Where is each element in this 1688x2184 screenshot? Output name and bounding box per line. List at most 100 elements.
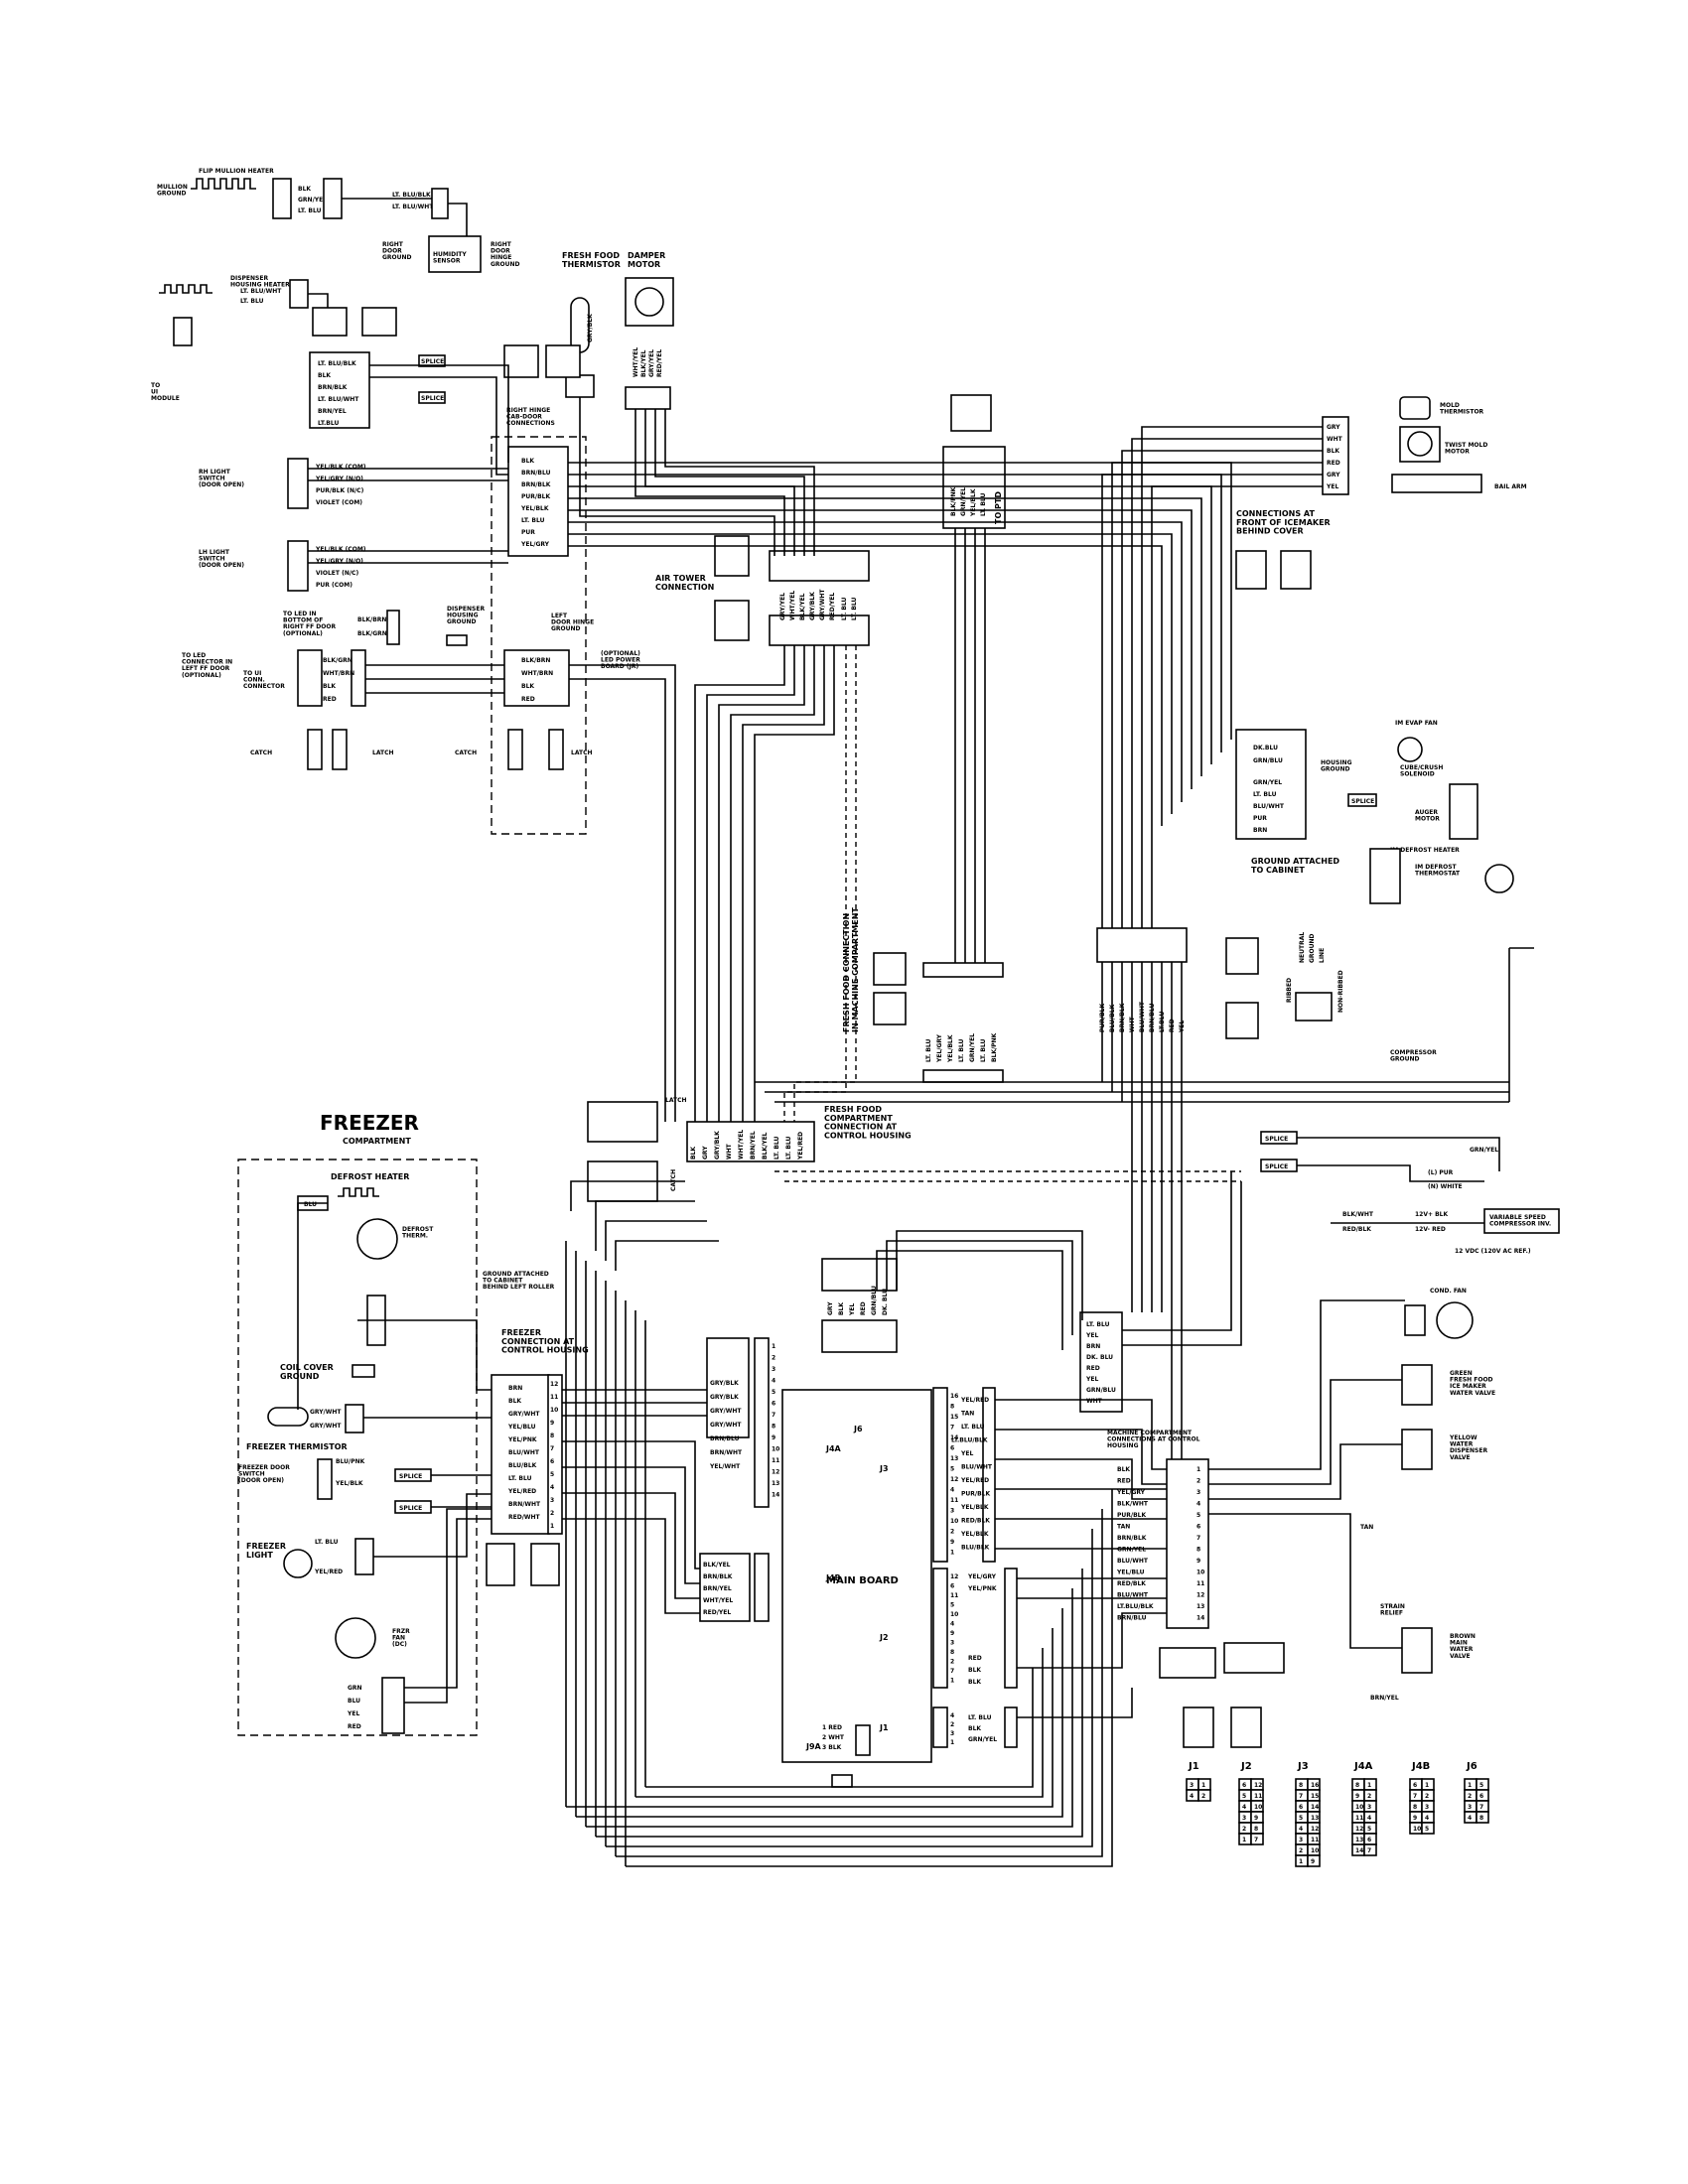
legend-j4a-pin: 14	[1355, 1847, 1363, 1854]
air-tower-wire-0: GRY/YEL	[779, 593, 786, 620]
wire-damper-a	[634, 409, 785, 556]
hinge-wire-0: LT. BLU/BLK	[392, 192, 431, 199]
wire-housing-yellow	[1208, 1443, 1402, 1500]
j3-pin-0: 16	[950, 1393, 958, 1400]
ff-splice-b-label: SPLICE	[1265, 1163, 1288, 1170]
j4a-pin-8: 9	[772, 1434, 775, 1441]
j9a-wire-2: 3 BLK	[822, 1744, 842, 1751]
led-conn-wire-1: WHT/BRN	[323, 670, 354, 677]
im-front-wire-3: LT. BLU	[1253, 791, 1277, 798]
wire-bottom-b	[576, 1608, 1063, 1818]
wire-hinge-f	[568, 521, 1183, 802]
machine-housing-wires: BLKREDYEL/GRYBLK/WHTPUR/BLKTANBRN/BLKGRN…	[1116, 1466, 1204, 1622]
splice-a-box	[418, 354, 446, 367]
legend-j4a-pin: 13	[1355, 1837, 1363, 1843]
freezer-splice-b-label: SPLICE	[399, 1505, 422, 1512]
right-hinge-connector	[507, 446, 569, 557]
thermistor-wire-label: GRY/BLK	[587, 314, 594, 342]
splice-a-label: SPLICE	[421, 358, 444, 365]
evap-fan-label: IM EVAP FAN	[1395, 720, 1438, 727]
ptd-wire-0: BLK/PNK	[950, 486, 957, 516]
wire-im-c	[1121, 450, 1323, 928]
machine-housing-pin-5: 6	[1196, 1524, 1200, 1531]
legend-j4a-pin: 11	[1355, 1815, 1363, 1822]
machine-housing-pin-12: 13	[1196, 1603, 1204, 1610]
freezer-conn-wire-6: BLU/BLK	[508, 1462, 537, 1469]
ptd-group: BLK/PNK GRN/YEL YEL/BLK LT. BLU TO PTD	[942, 394, 1006, 529]
freezer-connection-connector	[491, 1374, 550, 1535]
ff-machine-wire-5: LT. BLU	[980, 1038, 987, 1062]
wire-bottom-f	[616, 1509, 1103, 1857]
dispenser-heater-coil	[159, 284, 212, 294]
non-ribbed-label: NON-RIBBED	[1337, 970, 1344, 1013]
legend-j2-pin: 10	[1254, 1804, 1262, 1811]
air-tower-wire-4: GRY/WHT	[819, 589, 826, 620]
wire-frz-g	[562, 1518, 700, 1614]
j1-wire-2: GRN/YEL	[968, 1736, 997, 1743]
vsc-wire-0: BLK/WHT	[1342, 1211, 1374, 1218]
j3-wire-10: YEL/BLK	[960, 1531, 989, 1538]
j4a-pin-11: 12	[772, 1469, 779, 1476]
im-front-wire-0: DK.BLU	[1253, 745, 1278, 751]
light-wire-0: LT. BLU	[315, 1539, 339, 1546]
legend-j3-cell	[1307, 1854, 1321, 1867]
defrost-heater-label: DEFROST HEATER	[331, 1172, 409, 1181]
ff-housing-wire-2: GRY/BLK	[714, 1131, 721, 1160]
machine-housing-wire-8: BLU/WHT	[1117, 1558, 1149, 1565]
ff-machine-label: FRESH FOOD CONNECTIONIN MACHINE COMPARTM…	[842, 907, 860, 1032]
j9a-label: J9A	[805, 1742, 822, 1751]
freezer-conn-wire-8: YEL/RED	[507, 1488, 536, 1495]
freezer-pin-8: 4	[550, 1484, 554, 1491]
j3-pin-4: 14	[950, 1434, 958, 1441]
j9a-wire-1: 2 WHT	[822, 1734, 845, 1741]
auger-motor-box	[1449, 783, 1478, 840]
j4b-wire-1: BRN/BLK	[703, 1573, 733, 1580]
legend-j6-pin: 3	[1468, 1804, 1472, 1811]
j6-connector-top	[821, 1258, 898, 1292]
legend-j2-pin: 4	[1242, 1804, 1246, 1811]
freezer-connection-pins	[547, 1374, 563, 1535]
right-hinge-wire-3: PUR/BLK	[521, 493, 550, 500]
wire-hinge-h	[568, 545, 1163, 826]
j4a-pin-6: 7	[772, 1412, 775, 1419]
ff-housing-wire-5: BRN/YEL	[750, 1131, 757, 1160]
wire-im-e	[1101, 474, 1323, 928]
main-board-title: MAIN BOARD	[826, 1575, 899, 1586]
freezer-connector-icon-a	[486, 1543, 515, 1586]
j3-wire-6: YEL/RED	[960, 1477, 989, 1484]
ptd-wire-3: LT. BLU	[980, 492, 987, 516]
machine-housing-connector	[1166, 1458, 1209, 1629]
lh-switch-box	[287, 540, 309, 592]
wire-bottom-a	[566, 1628, 1054, 1808]
cond-fan-connector	[1404, 1304, 1426, 1336]
wire-splice-vsc-b	[1297, 1164, 1484, 1182]
air-tower-plug-a	[769, 550, 870, 582]
im-wire-5: YEL	[1326, 483, 1338, 490]
wire-im-f	[1151, 485, 1323, 928]
ff-machine-wire-1: YEL/GRY	[936, 1033, 943, 1063]
j3-pin-15: 1	[950, 1550, 954, 1557]
legend-j4b-pin: 7	[1413, 1793, 1417, 1800]
rh-wire-2: PUR/BLK (N/C)	[316, 487, 364, 494]
machine-housing-wire-11: BLU/WHT	[1117, 1592, 1149, 1599]
left-hinge-connector	[503, 649, 570, 707]
machine-housing-pin-1: 2	[1196, 1478, 1200, 1485]
ff-machine-icon-b	[873, 992, 907, 1025]
wire-hinge-g	[568, 533, 1173, 814]
lh-wire-0: YEL/BLK (COM)	[315, 546, 366, 553]
yellow-valve-icon	[1401, 1429, 1433, 1470]
legend-j4a-cell	[1363, 1843, 1377, 1856]
legend-j4a-pin: 6	[1367, 1837, 1371, 1843]
legend-j3-pin: 9	[1311, 1858, 1315, 1865]
j2-pin-8: 8	[950, 1649, 954, 1656]
